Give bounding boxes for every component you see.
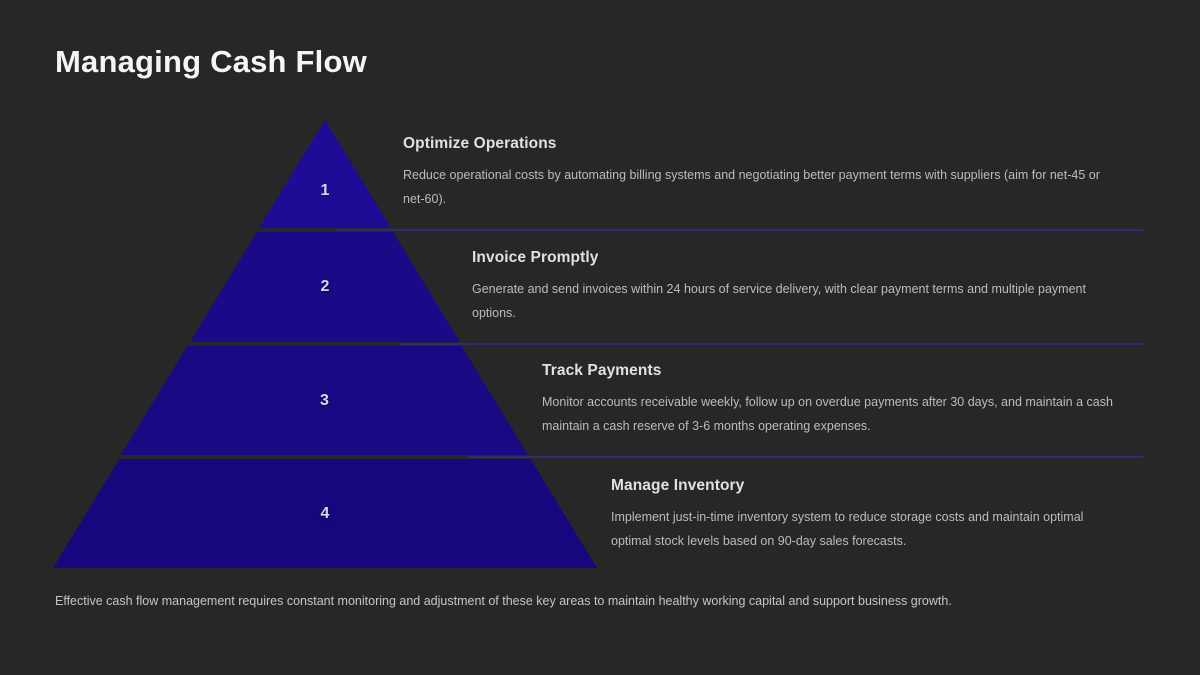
level-title-4: Manage Inventory bbox=[611, 477, 745, 494]
pyramid-segment-4: 4 bbox=[53, 459, 597, 568]
level-separator-line-3 bbox=[468, 456, 1143, 458]
level-text-block-4: Manage Inventory Implement just-in-time … bbox=[611, 477, 1156, 553]
level-title-1: Optimize Operations bbox=[403, 135, 557, 152]
level-separator-line-1 bbox=[335, 229, 1143, 231]
level-title-3: Track Payments bbox=[542, 362, 662, 379]
pyramid-segment-2: 2 bbox=[190, 232, 460, 342]
level-number-3: 3 bbox=[320, 391, 329, 409]
level-number-1: 1 bbox=[320, 182, 330, 199]
level-text-block-1: Optimize Operations Reduce operational c… bbox=[403, 135, 1148, 211]
pyramid-segment-3: 3 bbox=[121, 346, 528, 455]
level-title-2: Invoice Promptly bbox=[472, 249, 599, 266]
level-text-block-2: Invoice Promptly Generate and send invoi… bbox=[472, 249, 1148, 325]
level-number-4: 4 bbox=[320, 504, 330, 522]
footer-note: Effective cash flow management requires … bbox=[55, 594, 952, 608]
level-number-2: 2 bbox=[320, 278, 330, 295]
page-title: Managing Cash Flow bbox=[55, 44, 367, 79]
level-body-1: Reduce operational costs by automating b… bbox=[403, 168, 1100, 206]
level-body-2: Generate and send invoices within 24 hou… bbox=[472, 282, 1086, 320]
level-separator-line-2 bbox=[400, 343, 1143, 345]
level-body-3: Monitor accounts receivable weekly, foll… bbox=[542, 395, 1113, 433]
pyramid-segment-1: 1 bbox=[259, 120, 391, 228]
level-body-4: Implement just-in-time inventory system … bbox=[611, 510, 1084, 548]
level-text-block-3: Track Payments Monitor accounts receivab… bbox=[542, 362, 1148, 438]
